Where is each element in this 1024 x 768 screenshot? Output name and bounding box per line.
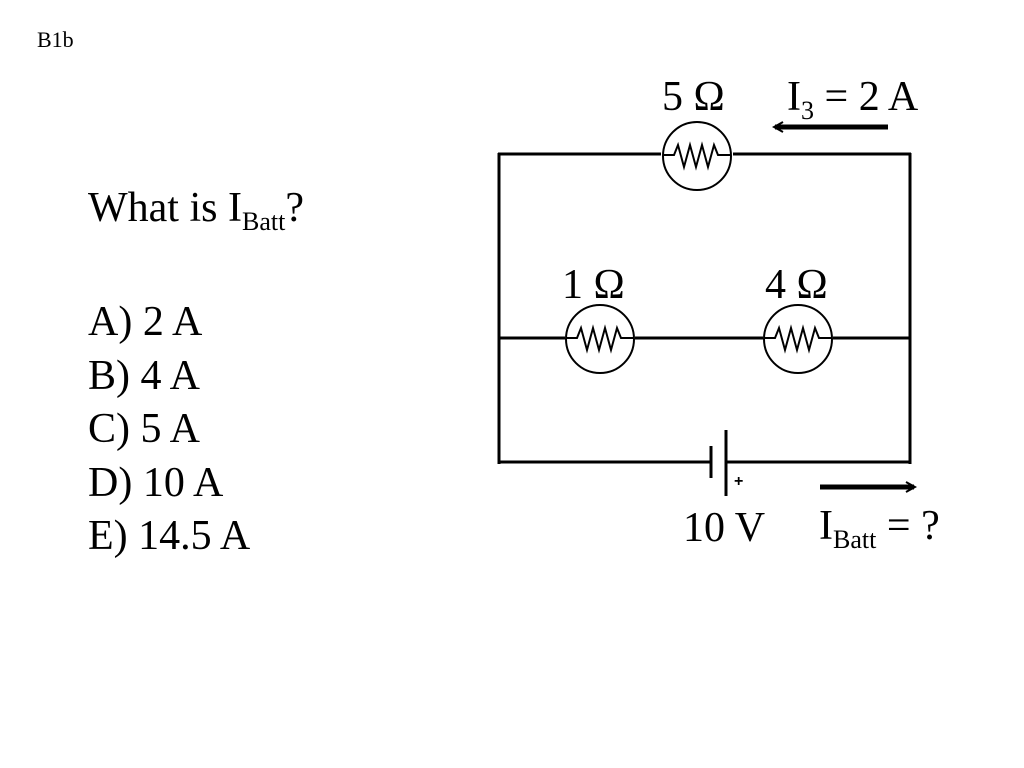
question-text: What is I [88, 185, 242, 231]
option-letter: A) [88, 299, 133, 345]
option-b[interactable]: B) 4 A [88, 350, 250, 404]
option-letter: B) [88, 352, 130, 399]
option-value: 10 A [142, 459, 224, 506]
resistor-mid-right [763, 304, 833, 374]
current-value: = ? [876, 503, 940, 549]
label-resistor-mid-right: 4 Ω [765, 262, 828, 308]
option-value: 4 A [140, 352, 201, 399]
resistor-mid-left [565, 304, 635, 374]
battery-plus-sign: + [734, 473, 744, 490]
label-current-ibatt: IBatt = ? [819, 505, 940, 553]
current-symbol: I [787, 74, 801, 120]
option-value: 14.5 A [138, 513, 251, 559]
current-symbol: I [819, 503, 833, 549]
option-e[interactable]: E) 14.5 A [88, 510, 250, 564]
label-current-i3: I3 = 2 A [787, 76, 918, 124]
slide-id: B1b [37, 27, 74, 52]
question-subscript: Batt [241, 207, 286, 237]
question: What is IBatt? [88, 184, 304, 237]
option-letter: C) [88, 406, 130, 452]
label-resistor-mid-left: 1 Ω [562, 262, 625, 308]
option-value: 5 A [140, 406, 201, 452]
option-c[interactable]: C) 5 A [88, 403, 250, 457]
answer-options: A) 2 A B) 4 A C) 5 A D) 10 A E) 14.5 A [88, 296, 250, 564]
current-value: = 2 A [814, 74, 919, 120]
label-resistor-top: 5 Ω [662, 74, 725, 120]
option-d[interactable]: D) 10 A [88, 457, 250, 511]
battery-symbol [709, 430, 728, 496]
question-suffix: ? [285, 185, 304, 231]
label-battery-voltage: 10 V [683, 505, 766, 551]
resistor-top [662, 121, 732, 191]
current-subscript: 3 [801, 96, 815, 126]
option-letter: D) [88, 459, 133, 506]
option-value: 2 A [142, 299, 203, 345]
option-a[interactable]: A) 2 A [88, 296, 250, 350]
option-letter: E) [88, 513, 128, 559]
current-subscript: Batt [833, 525, 877, 555]
